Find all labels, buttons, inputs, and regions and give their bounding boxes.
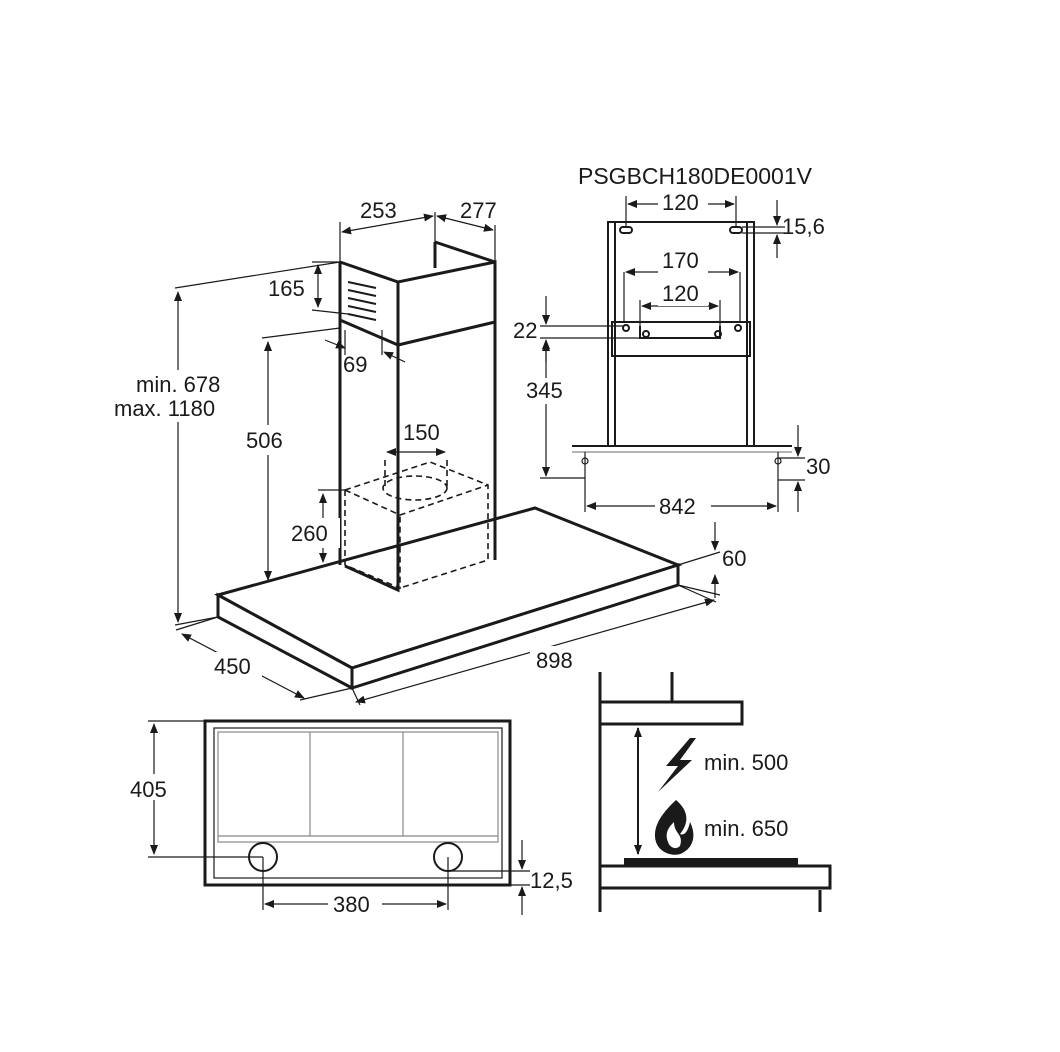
cooktop bbox=[598, 864, 832, 890]
dim-vent: 165 bbox=[268, 261, 349, 315]
dim-345-label: 345 bbox=[526, 378, 563, 403]
dim-outlet: 150 bbox=[386, 420, 446, 456]
dim-30-label: 30 bbox=[806, 454, 830, 479]
dim-165-label: 165 bbox=[268, 276, 305, 301]
dim-120-mid-label: 120 bbox=[662, 281, 699, 306]
dim-150-label: 150 bbox=[403, 420, 440, 445]
dim-max-label: max. 1180 bbox=[114, 396, 215, 421]
dim-motor: 260 bbox=[288, 489, 345, 563]
dim-12-5-label: 12,5 bbox=[530, 868, 573, 893]
clearance-electric-label: min. 500 bbox=[704, 750, 788, 775]
dim-170-label: 170 bbox=[662, 248, 699, 273]
motor-box bbox=[344, 460, 489, 590]
chimney bbox=[338, 240, 497, 593]
dim-15-6-label: 15,6 bbox=[782, 214, 825, 239]
clearance-view: min. 500 min. 650 bbox=[598, 672, 832, 912]
dim-chimney-top: 253 277 bbox=[339, 198, 497, 262]
dim-offset: 69 bbox=[324, 330, 406, 377]
lightning-icon bbox=[658, 738, 696, 792]
dim-120-top-label: 120 bbox=[662, 190, 699, 215]
dim-depth: 450 bbox=[175, 616, 353, 701]
vent-slots bbox=[347, 281, 377, 321]
hood-3d-view: 253 277 165 69 min. 678 max. 1180 bbox=[112, 198, 746, 706]
dim-total-height: min. 678 max. 1180 bbox=[112, 261, 341, 626]
dim-450-label: 450 bbox=[214, 654, 251, 679]
dim-380-label: 380 bbox=[333, 892, 370, 917]
dim-69-label: 69 bbox=[343, 352, 367, 377]
dim-842-label: 842 bbox=[659, 494, 696, 519]
flame-icon bbox=[654, 800, 694, 855]
dim-405-label: 405 bbox=[130, 777, 167, 802]
mount-hole bbox=[729, 226, 743, 234]
dim-898-label: 898 bbox=[536, 648, 573, 673]
bracket-view: PSGBCH180DE0001V 120 15,6 bbox=[513, 163, 830, 520]
dim-width: 898 bbox=[351, 584, 717, 706]
dim-22-label: 22 bbox=[513, 318, 537, 343]
dim-277-label: 277 bbox=[460, 198, 497, 223]
dim-260-label: 260 bbox=[291, 521, 328, 546]
dim-min-label: min. 678 bbox=[136, 372, 220, 397]
clearance-gas-label: min. 650 bbox=[704, 816, 788, 841]
dim-253-label: 253 bbox=[360, 198, 397, 223]
dim-60-label: 60 bbox=[722, 546, 746, 571]
model-code: PSGBCH180DE0001V bbox=[578, 163, 813, 189]
dim-thickness: 60 bbox=[677, 522, 746, 598]
dim-upper: 506 bbox=[242, 327, 341, 581]
hood-side bbox=[598, 700, 744, 726]
bottom-view: 405 380 12,5 bbox=[128, 719, 573, 918]
hood-canopy bbox=[214, 506, 683, 691]
mount-hole bbox=[619, 226, 633, 234]
dim-506-label: 506 bbox=[246, 428, 283, 453]
